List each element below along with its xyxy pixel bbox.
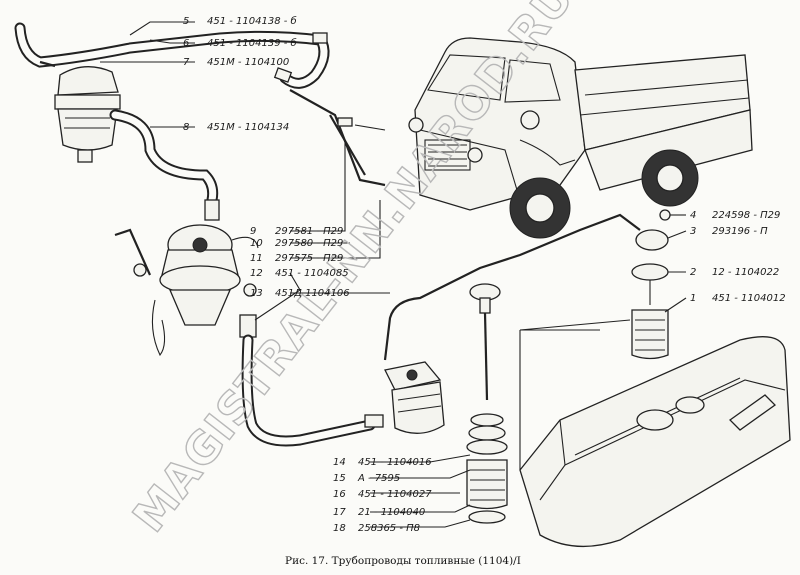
part-number-16: 16 [333, 489, 346, 500]
upper-fuel-hoses [14, 22, 386, 187]
bracket-hardware [329, 114, 386, 176]
fuel-intake [466, 283, 508, 524]
part-ref-11: 297575 - П29 [275, 253, 343, 264]
part-ref-6: 451 - 1104139 - б [207, 37, 297, 49]
part-ref-15: А - 7595 [357, 473, 400, 484]
part-ref-2: 12 - 1104022 [712, 267, 779, 278]
part-number-14: 14 [333, 457, 346, 468]
figure-caption: Рис. 17. Трубопроводы топливные (1104)/I [285, 555, 521, 567]
part-ref-9: 297581 - П29 [275, 226, 343, 237]
part-number-11: 11 [250, 253, 263, 264]
part-number-1: 1 [690, 293, 696, 304]
part-ref-5: 451 - 1104138 - б [207, 15, 297, 27]
part-ref-16: 451 - 1104027 [358, 489, 432, 500]
lower-fuel-hose [239, 314, 384, 447]
truck-illustration [408, 37, 753, 239]
part-number-8: 8 [183, 122, 189, 133]
part-ref-7: 451М - 1104100 [207, 57, 289, 68]
leader-lines [100, 21, 687, 528]
part-ref-12: 451 - 1104085 [275, 268, 349, 279]
part-number-13: 13 [250, 288, 263, 299]
part-ref-3: 293196 - П [712, 226, 768, 237]
part-ref-13: 451Д 1104106 [275, 288, 350, 299]
fuel-tank [519, 319, 791, 548]
fuel-tube [383, 213, 641, 361]
part-ref-17: 21 - 1104040 [358, 507, 425, 518]
fuel-pump [114, 224, 259, 357]
part-number-5: 5 [183, 16, 189, 27]
part-ref-1: 451 - 1104012 [712, 293, 786, 304]
part-ref-18: 258365 - П8 [358, 523, 420, 534]
fuel-filter-lower [384, 361, 445, 434]
part-ref-14: 451 - 1104016 [358, 457, 432, 468]
part-number-12: 12 [250, 268, 263, 279]
part-ref-8: 451М - 1104134 [207, 122, 289, 133]
part-ref-10: 297580 - П29 [275, 238, 343, 249]
part-number-18: 18 [333, 523, 346, 534]
fuel-filter-upper [54, 66, 220, 221]
part-number-10: 10 [250, 238, 263, 249]
tank-filter [631, 209, 671, 360]
part-number-2: 2 [690, 267, 696, 278]
part-labels: 5 451 - 1104138 - б 6 451 - 1104139 - б … [183, 15, 786, 534]
part-number-9: 9 [250, 226, 256, 237]
part-number-4: 4 [690, 210, 696, 221]
part-number-17: 17 [333, 507, 346, 518]
part-number-15: 15 [333, 473, 346, 484]
part-number-7: 7 [183, 57, 190, 68]
part-number-6: 6 [183, 38, 189, 49]
part-number-3: 3 [690, 226, 696, 237]
part-ref-4: 224598 - П29 [712, 210, 780, 221]
